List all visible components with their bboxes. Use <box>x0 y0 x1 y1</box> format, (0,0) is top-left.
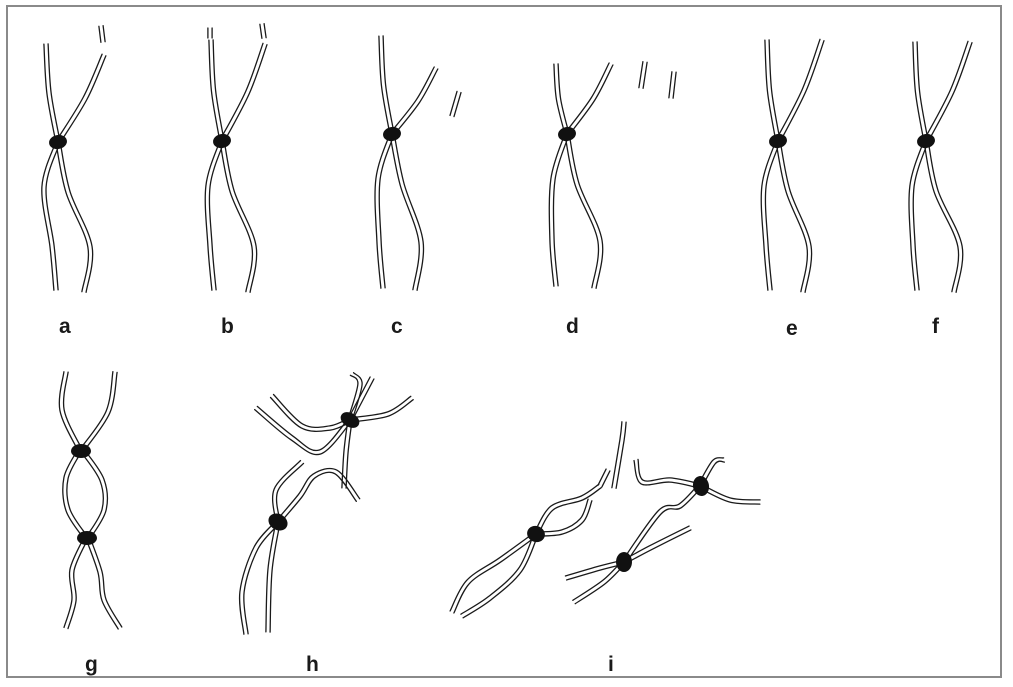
centromere <box>212 133 232 150</box>
chromatid-arm <box>634 461 700 489</box>
chromatid-arm <box>244 523 280 633</box>
centromere <box>77 531 97 545</box>
chromatid-arm <box>394 134 423 291</box>
chromatid-arm <box>352 379 374 421</box>
chromatid-arm <box>622 485 698 561</box>
chromatid-arm <box>220 141 253 291</box>
chromatid-arm <box>63 449 84 539</box>
chromosome-c <box>375 36 461 290</box>
panel-label-d: d <box>566 316 579 337</box>
centromere <box>71 444 91 458</box>
centromere <box>616 552 632 572</box>
chromatid-arm <box>48 44 60 142</box>
chromatid-arm <box>549 133 565 286</box>
chromatid-arm <box>558 64 569 134</box>
chromatid-arm <box>638 459 700 484</box>
chromatid-arm <box>205 140 220 290</box>
centromere <box>768 133 788 150</box>
chromosome-h <box>240 373 414 635</box>
chromatid-arm <box>701 484 760 500</box>
chromosome-e <box>761 39 824 292</box>
chromatid-arm <box>569 65 613 135</box>
chromosome-fragment <box>264 24 266 38</box>
chromosome-a <box>42 26 106 293</box>
chromatid-arm <box>68 539 88 629</box>
panel-label-b: b <box>221 316 234 337</box>
chromatid-arm <box>463 535 538 618</box>
chromatid-arm <box>776 39 820 140</box>
chromatid-arm <box>84 449 108 539</box>
chromatid-arm <box>64 372 82 449</box>
chromatid-arm <box>612 422 622 488</box>
chromatid-arm <box>565 63 609 133</box>
chromatid-arm <box>383 36 394 134</box>
chromatid-arm <box>913 42 924 141</box>
panel-label-g: g <box>85 654 98 675</box>
chromosome-fragment <box>639 62 643 88</box>
chromatid-arm <box>625 530 691 564</box>
chromatid-arm <box>538 488 601 535</box>
chromatid-arm <box>536 501 592 536</box>
centromere <box>691 475 710 497</box>
chromatid-arm <box>209 40 220 141</box>
chromatid-arm <box>379 36 390 134</box>
chromatid-arm <box>390 67 434 133</box>
chromatid-arm <box>86 539 118 629</box>
chromatid-arm <box>270 522 280 632</box>
panel-label-i: i <box>608 654 614 675</box>
chromosome-fragment <box>260 24 262 38</box>
chromatid-arm <box>765 40 776 141</box>
panel-label-e: e <box>786 318 798 339</box>
chromatid-arm <box>598 469 606 485</box>
chromatid-arm <box>917 42 928 141</box>
chromatid-arm <box>274 395 350 428</box>
chromatid-arm <box>56 54 102 141</box>
chromatid-arm <box>80 372 113 449</box>
centromere <box>916 133 936 150</box>
chromatid-arm <box>454 536 537 613</box>
centromere <box>265 510 290 534</box>
chromatid-arm <box>776 141 808 291</box>
chromatid-arm <box>567 564 625 580</box>
chromatid-arm <box>761 140 776 290</box>
panel-label-h: h <box>306 654 319 675</box>
chromatid-arm <box>44 44 56 142</box>
panel-label-f: f <box>932 316 939 337</box>
chromatid-arm <box>623 526 689 560</box>
chromosome-i <box>450 422 760 618</box>
chromatid-arm <box>46 143 60 290</box>
chromosome-fragment <box>99 26 101 42</box>
chromatid-arm <box>554 64 565 134</box>
chromosome-fragment <box>643 62 647 88</box>
chromatid-arm <box>220 43 263 140</box>
chromatid-arm <box>394 69 438 135</box>
chromatid-arm <box>769 40 780 141</box>
chromatid-arm <box>59 372 78 451</box>
chromatid-arm <box>602 471 610 487</box>
centromere <box>525 523 547 544</box>
chromatid-arm <box>924 141 959 291</box>
chromatid-arm <box>56 142 89 291</box>
panel-label-a: a <box>59 316 71 337</box>
chromatid-arm <box>350 400 413 422</box>
chromosome-f <box>909 41 972 292</box>
chromatid-arm <box>280 472 357 523</box>
chromatid-arm <box>565 134 599 287</box>
chromosome-fragment <box>673 72 676 98</box>
chromatid-arm <box>90 537 122 627</box>
chromosome-fragment <box>669 72 672 98</box>
chromatid-arm <box>213 40 224 141</box>
chromosome-fragment <box>103 26 105 42</box>
chromatid-arm <box>60 56 106 143</box>
panel-label-c: c <box>391 316 403 337</box>
chromosome-g <box>59 372 121 629</box>
chromosome-d <box>549 62 676 289</box>
chromatid-arm <box>924 41 968 140</box>
chromosome-b <box>205 24 267 293</box>
